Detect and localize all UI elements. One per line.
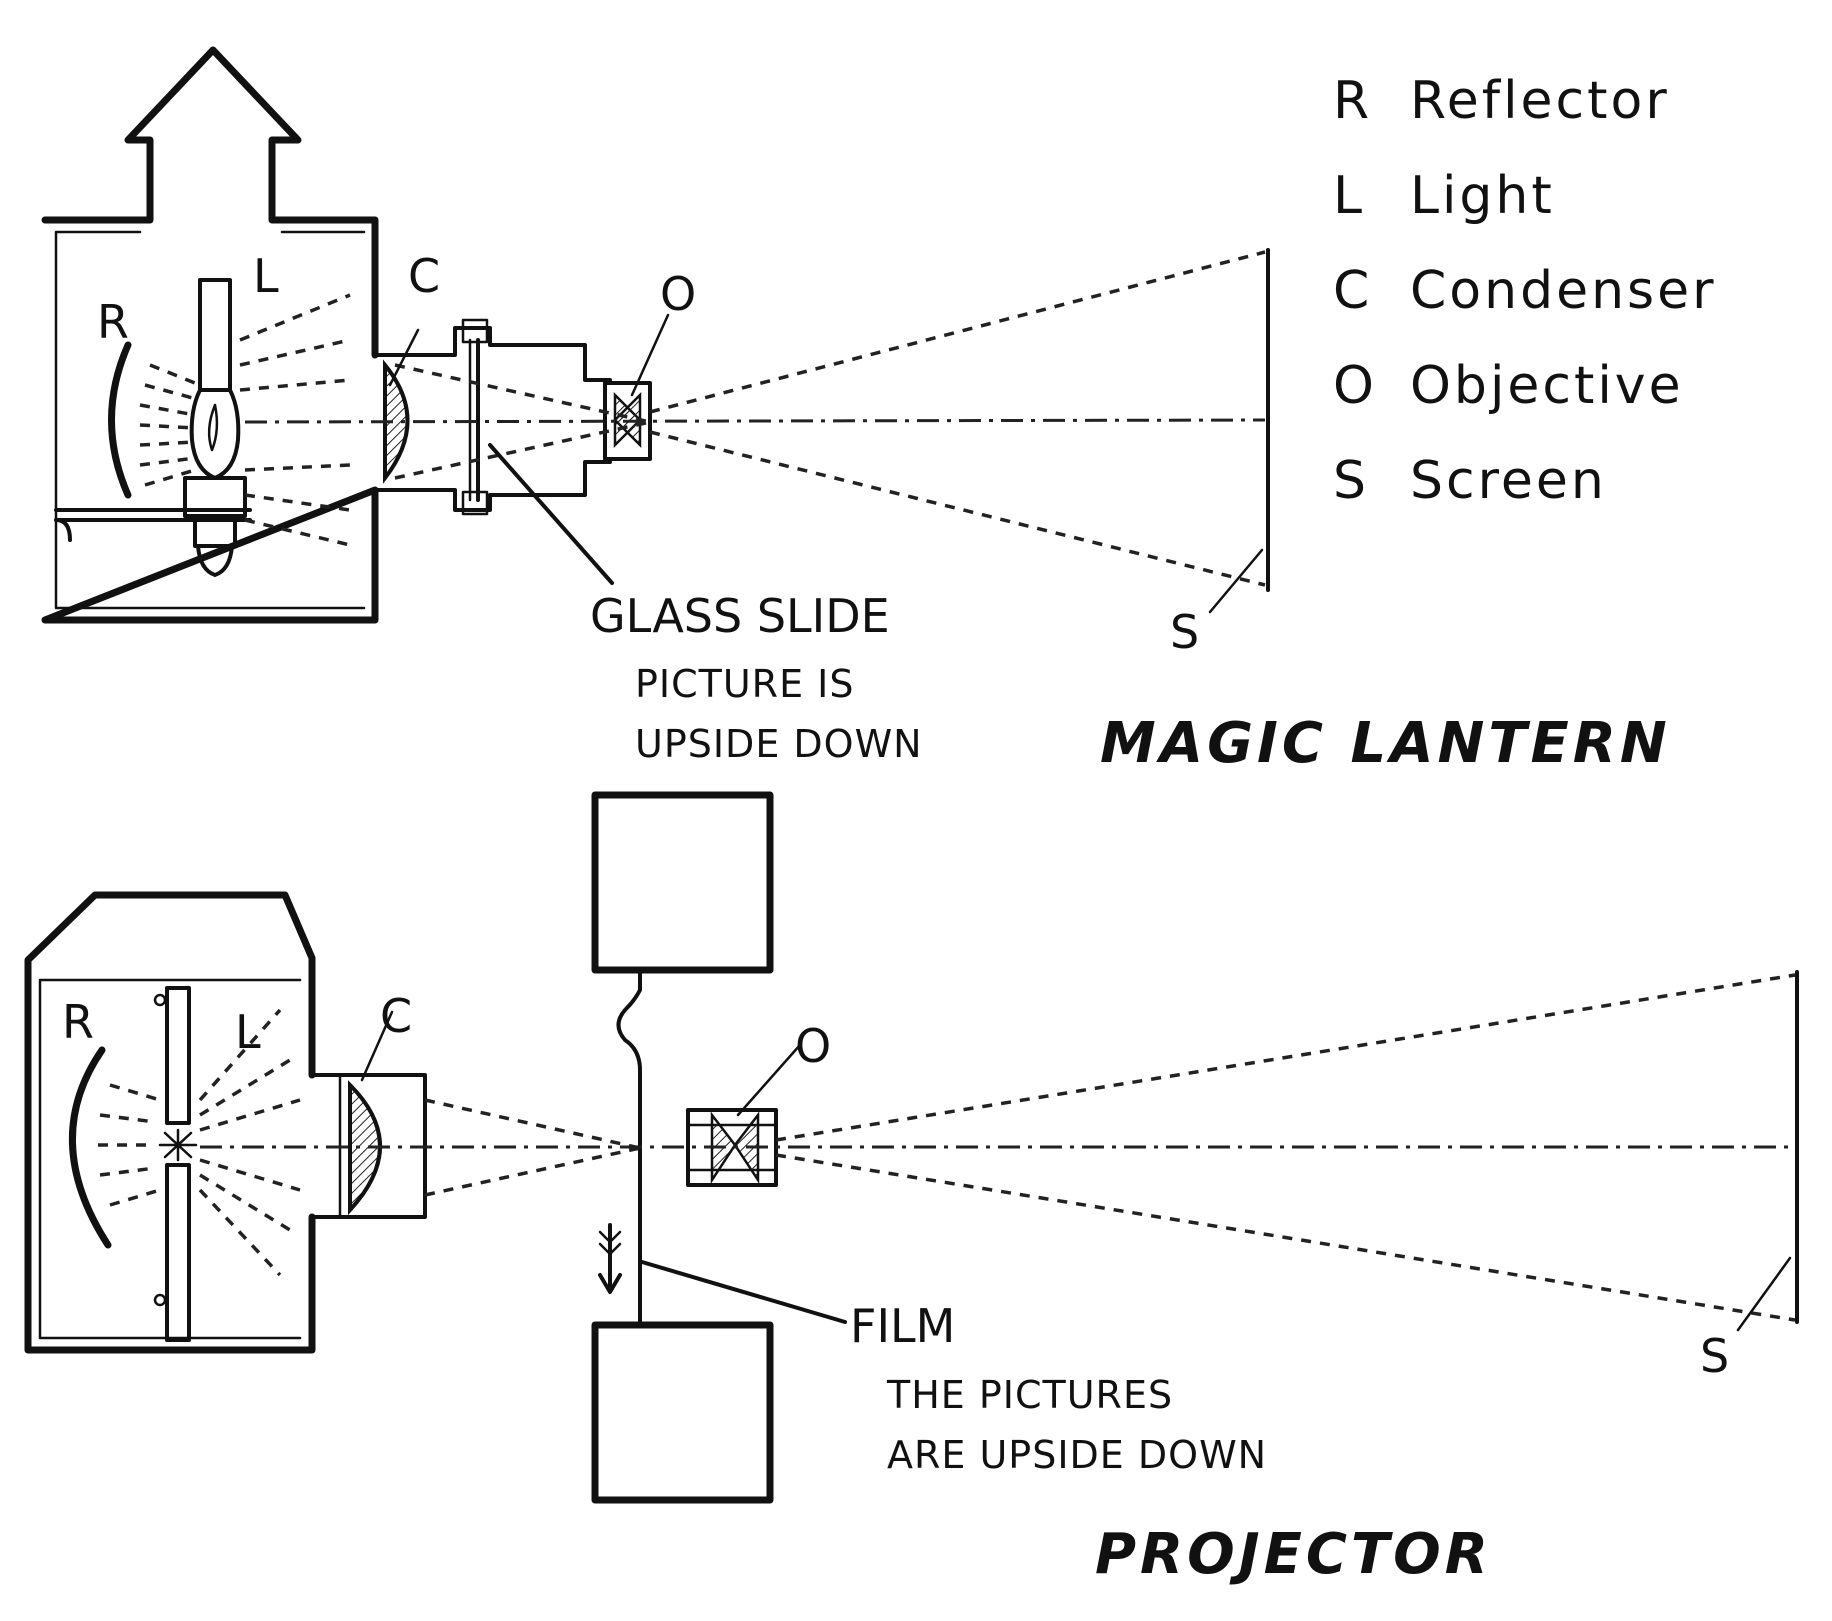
lantern-label-r: R: [97, 295, 129, 349]
lantern-label-l: L: [253, 249, 279, 303]
legend-item-screen: S Screen: [1333, 451, 1607, 511]
lamp-shelf: [54, 508, 252, 542]
lantern-optical-axis: [244, 418, 1266, 424]
lantern-objective-leader: [630, 313, 670, 397]
film-direction-arrow: [598, 1223, 622, 1294]
projector-label-s: S: [1700, 1329, 1729, 1383]
legend-letter: C: [1333, 261, 1372, 321]
projector-label-l: L: [235, 1005, 261, 1059]
projector-screen-leader: [1736, 1256, 1792, 1332]
glass-slide-label: GLASS SLIDE: [590, 589, 890, 643]
glass-slide-leader: [488, 443, 614, 585]
legend-item-reflector: R Reflector: [1333, 71, 1670, 131]
legend-letter: R: [1333, 71, 1372, 131]
film-strip: [616, 968, 642, 1327]
lantern-label-o: O: [660, 267, 696, 321]
projector-reflector: [68, 1046, 112, 1249]
legend-name: Reflector: [1410, 71, 1670, 131]
projector-diagram: R L C O S FILM THE PICTURES ARE UPSIDE D…: [24, 791, 1799, 1587]
film-takeup-reel: [591, 1321, 774, 1504]
projector-title: PROJECTOR: [1095, 1522, 1492, 1587]
projector-label-o: O: [795, 1019, 831, 1073]
projector-objective-leader: [736, 1043, 802, 1117]
film-note-2: ARE UPSIDE DOWN: [887, 1433, 1267, 1477]
legend-name: Condenser: [1410, 261, 1717, 321]
lantern-condenser: [383, 359, 410, 484]
legend-item-condenser: C Condenser: [1333, 261, 1717, 321]
lantern-housing-inner: [54, 230, 366, 610]
magic-lantern-title: MAGIC LANTERN: [1100, 711, 1671, 776]
lantern-lamp-rays: [139, 293, 351, 547]
lantern-housing: [41, 46, 379, 624]
projector-label-r: R: [62, 995, 94, 1049]
film-leader: [640, 1260, 847, 1324]
legend-name: Light: [1410, 166, 1555, 226]
projector-housing-inner: [38, 978, 302, 1340]
projector-housing: [24, 891, 316, 1354]
legend-item-objective: O Objective: [1333, 356, 1684, 416]
lantern-condenser-leader: [388, 328, 420, 387]
projector-label-c: C: [380, 989, 412, 1043]
legend-letter: L: [1333, 166, 1365, 226]
lantern-optics-tube: [373, 318, 612, 516]
glass-slide-note-1: PICTURE IS: [635, 662, 855, 706]
lantern-lamp: [183, 278, 247, 577]
projector-projection-rays: [775, 973, 1796, 1322]
lantern-reflector: [108, 341, 132, 499]
film-label: FILM: [850, 1299, 955, 1353]
lantern-projection-rays: [649, 250, 1266, 587]
legend-name: Objective: [1410, 356, 1684, 416]
projector-lamp-rays: [98, 1008, 301, 1277]
glass-slide-note-2: UPSIDE DOWN: [635, 722, 923, 766]
film-supply-reel: [591, 791, 774, 974]
lantern-label-c: C: [408, 249, 440, 303]
legend: R Reflector L Light C Condenser O Object…: [1333, 71, 1717, 511]
legend-name: Screen: [1410, 451, 1607, 511]
lantern-label-s: S: [1170, 605, 1199, 659]
film-note-1: THE PICTURES: [886, 1373, 1173, 1417]
projector-condenser-leader: [360, 1010, 394, 1082]
legend-letter: S: [1333, 451, 1369, 511]
legend-letter: O: [1333, 356, 1377, 416]
lantern-screen-leader: [1208, 548, 1264, 614]
projector-arc-lamp: [153, 986, 198, 1342]
lantern-inner-rays: [394, 363, 651, 480]
projector-condenser: [348, 1080, 382, 1216]
magic-lantern-diagram: R L C O S GLASS SLIDE PICTURE IS UPSIDE …: [41, 46, 1671, 776]
legend-item-light: L Light: [1333, 166, 1555, 226]
